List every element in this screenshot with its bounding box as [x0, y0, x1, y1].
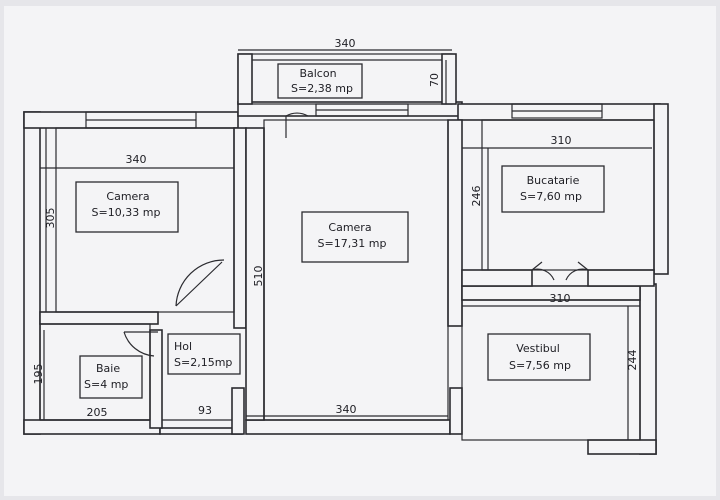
dim-bucatarie-width: 310 [551, 134, 572, 147]
room-label-hol: Hol S=2,15mp [167, 333, 241, 375]
room-name: Balcon [299, 67, 336, 80]
paper-sheet [4, 6, 716, 496]
room-name: Hol [174, 340, 192, 353]
room-label-camera-2: Camera S=17,31 mp [301, 211, 409, 263]
room-label-baie: Baie S=4 mp [79, 355, 143, 399]
room-label-balcon: Balcon S=2,38 mp [277, 63, 363, 99]
room-name: Camera [106, 190, 149, 203]
dim-camera2-depth: 510 [252, 266, 265, 287]
room-name: Bucatarie [527, 174, 580, 187]
room-label-bucatarie: Bucatarie S=7,60 mp [501, 165, 605, 213]
room-name: Camera [328, 221, 371, 234]
dim-vestibul-width: 310 [550, 292, 571, 305]
dim-balcon-width: 340 [335, 37, 356, 50]
dimension-lines [40, 49, 652, 440]
dim-camera1-width: 340 [126, 153, 147, 166]
dim-vestibul-depth: 244 [626, 350, 639, 371]
dim-camera1-depth: 305 [44, 208, 57, 229]
doors [123, 112, 589, 357]
room-area: S=4 mp [84, 378, 128, 391]
room-area: S=10,33 mp [92, 206, 161, 219]
room-area: S=2,38 mp [291, 82, 353, 95]
dim-hol-width: 93 [198, 404, 212, 417]
room-name: Vestibul [516, 342, 560, 355]
dim-baie-width: 205 [87, 406, 108, 419]
room-area: S=2,15mp [174, 356, 232, 369]
room-area: S=7,56 mp [509, 359, 571, 372]
dim-bucatarie-depth: 246 [470, 186, 483, 207]
dim-baie-depth: 195 [32, 364, 45, 385]
room-area: S=17,31 mp [318, 237, 387, 250]
room-label-camera-1: Camera S=10,33 mp [75, 181, 179, 233]
interior-walls [39, 119, 655, 435]
dim-camera2-width: 340 [336, 403, 357, 416]
dim-balcon-depth: 70 [428, 73, 441, 87]
room-area: S=7,60 mp [520, 190, 582, 203]
room-label-vestibul: Vestibul S=7,56 mp [487, 333, 591, 381]
room-name: Baie [96, 362, 120, 375]
